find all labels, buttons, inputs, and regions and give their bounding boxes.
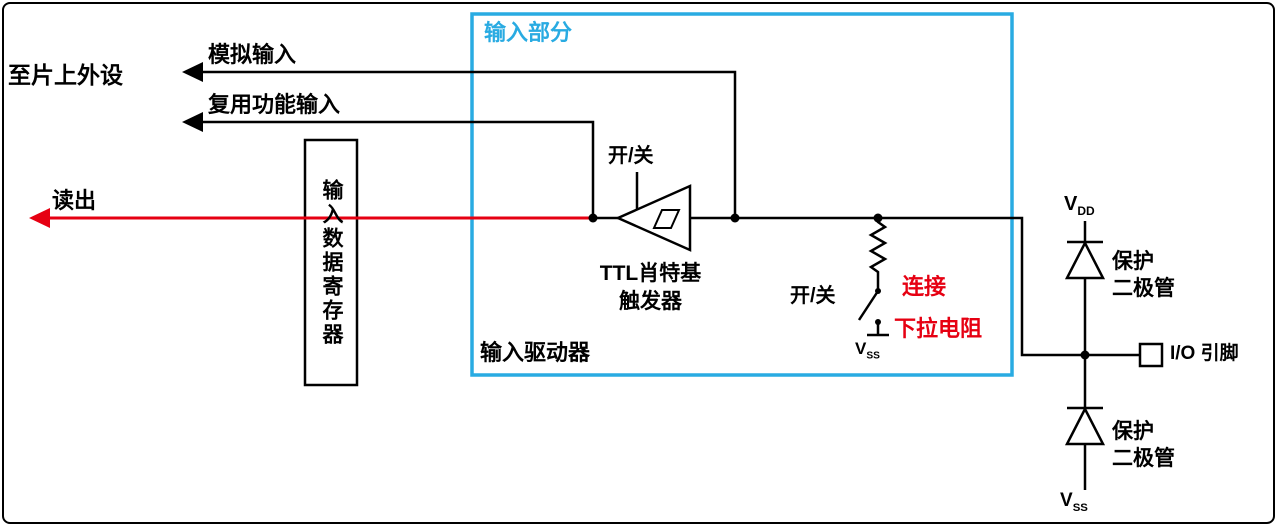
vss-bottom-label: VSS: [1060, 490, 1088, 515]
vss-bottom-label-sub: SS: [1072, 501, 1088, 514]
protection-diode-top-label-line2: 二极管: [1112, 277, 1175, 301]
protection-diode-bottom-label: 保护 二极管: [1112, 418, 1175, 473]
alt-function-input-wire: [190, 120, 595, 218]
hysteresis-icon: [652, 209, 681, 229]
input-driver-label: 输入驱动器: [480, 340, 591, 365]
alt-function-input-arrowhead-icon: [182, 112, 203, 132]
schmitt-trigger-label-line2: 触发器: [619, 290, 682, 314]
vdd-label: VDD: [1064, 192, 1095, 218]
protection-diode-top-label: 保护 二极管: [1112, 248, 1175, 303]
input-data-register-label: 输入数据寄存器: [320, 178, 343, 347]
schmitt-trigger-symbol: [614, 184, 692, 252]
junction-dots: [588, 213, 1090, 360]
pulldown-resistor-symbol: [868, 218, 888, 291]
read-out-arrowhead-icon: [29, 208, 50, 228]
vss-switch-label-base: V: [855, 339, 867, 358]
read-out-label: 读出: [52, 188, 97, 213]
vdd-label-base: V: [1064, 193, 1078, 215]
protection-diode-bottom-symbol: [1064, 406, 1106, 446]
connect-label: 连接: [902, 274, 947, 299]
pulldown-resistor-label: 下拉电阻: [894, 316, 983, 341]
protection-diode-top-label-line1: 保护: [1112, 250, 1154, 273]
trigger-on-off-label: 开/关: [608, 145, 654, 167]
input-data-register: 输入数据寄存器: [305, 140, 357, 385]
pulldown-switch-blade: [857, 290, 880, 321]
input-section-label: 输入部分: [484, 20, 573, 45]
io-pin-label: I/O 引脚: [1170, 343, 1239, 364]
schmitt-trigger-label: TTL肖特基 触发器: [578, 260, 723, 317]
vdd-label-sub: DD: [1077, 204, 1095, 218]
io-pin-square: [1138, 342, 1164, 368]
analog-input-arrowhead-icon: [182, 62, 203, 82]
to-peripherals-label: 至片上外设: [8, 62, 123, 88]
analog-input-label: 模拟输入: [208, 42, 297, 67]
alt-function-input-label: 复用功能输入: [208, 92, 341, 117]
input-section-box: [470, 12, 1014, 377]
schmitt-trigger-label-line1: TTL肖特基: [599, 262, 702, 285]
input-data-register-box: [303, 138, 359, 387]
switch-on-off-label: 开/关: [790, 285, 836, 307]
vss-switch-label: VSS: [855, 339, 880, 363]
vss-switch-label-sub: SS: [866, 350, 880, 362]
analog-input-wire: [190, 70, 737, 218]
protection-diode-bottom-label-line2: 二极管: [1112, 447, 1175, 471]
vss-bottom-label-base: V: [1060, 490, 1073, 511]
protection-diode-bottom-label-line1: 保护: [1112, 420, 1154, 443]
protection-diode-top-symbol: [1064, 240, 1106, 280]
